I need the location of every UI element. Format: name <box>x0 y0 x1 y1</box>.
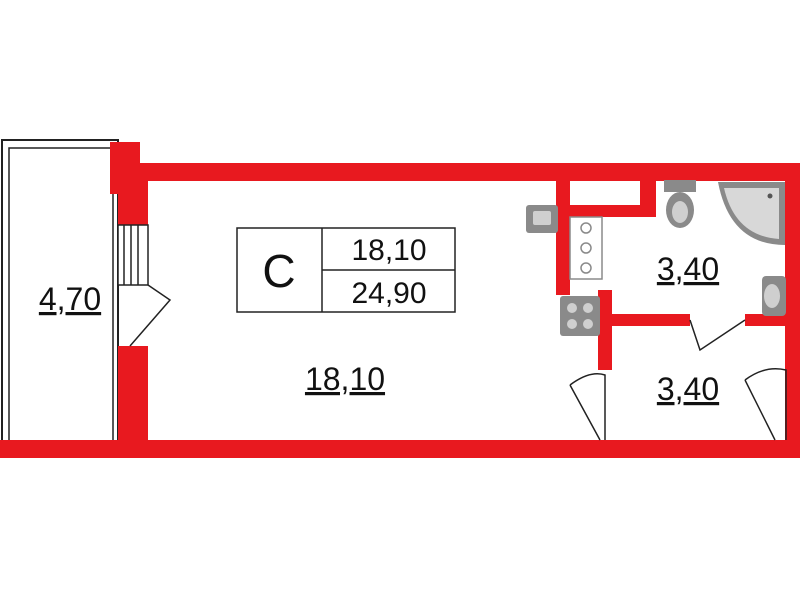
stove-icon <box>560 296 600 336</box>
apartment-type-label: C <box>262 245 295 297</box>
main-room-area-label: 18,10 <box>305 361 385 397</box>
doors <box>117 224 787 441</box>
hallway-area-label: 3,40 <box>657 371 719 407</box>
living-area-value: 18,10 <box>351 234 426 267</box>
balcony <box>1 139 119 453</box>
bathroom-fixtures <box>664 180 786 316</box>
balcony-area-label: 4,70 <box>39 281 101 317</box>
bathroom-area-label: 3,40 <box>657 251 719 287</box>
counter <box>569 216 603 280</box>
walls <box>0 142 800 458</box>
legend: C 18,10 24,90 <box>236 227 456 313</box>
total-area-value: 24,90 <box>351 277 426 310</box>
toilet-tank-icon <box>664 180 696 192</box>
kitchen-fixtures <box>526 205 603 336</box>
